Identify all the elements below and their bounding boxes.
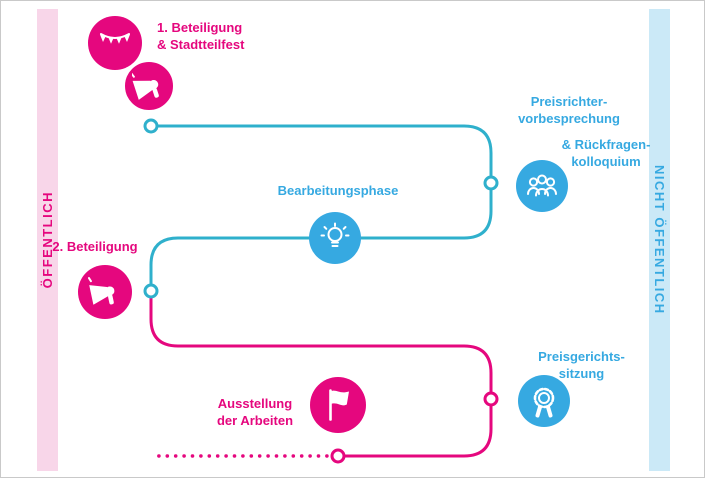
connector-dot — [143, 118, 159, 134]
label-line: Ausstellung — [217, 396, 293, 411]
flag-icon — [329, 389, 349, 421]
label-line: der Arbeiten — [216, 413, 294, 428]
node-preisrichter — [516, 160, 568, 212]
megaphone-icon — [88, 277, 115, 305]
band-not-public: NICHT ÖFFENTLICH — [649, 9, 670, 471]
label-ausstellung: Ausstellung der Arbeiten — [203, 395, 307, 429]
label-line: & Stadtteilfest — [157, 37, 245, 52]
band-public: ÖFFENTLICH — [37, 9, 58, 471]
label-line: 2. Beteiligung — [52, 239, 138, 254]
label-beteiligung-1: 1. Beteiligung & Stadtteilfest — [157, 19, 277, 53]
label-line: & Rückfragen- — [561, 137, 651, 152]
label-beteiligung-2: 2. Beteiligung — [41, 238, 149, 255]
label-line: sitzung — [558, 366, 605, 381]
band-not-public-label: NICHT ÖFFENTLICH — [652, 165, 667, 315]
label-line: Preisgerichts- — [538, 349, 625, 364]
label-bearbeitungsphase: Bearbeitungsphase — [258, 182, 418, 199]
flow-line-bottom — [149, 291, 493, 458]
label-line: vorbesprechung — [518, 111, 620, 126]
jury-icon — [527, 174, 557, 197]
label-line: 1. Beteiligung — [157, 20, 243, 35]
connector-dot — [483, 175, 499, 191]
award-rosette-icon — [533, 387, 555, 418]
lightbulb-icon — [320, 222, 350, 247]
node-ausstellung — [310, 377, 366, 433]
megaphone-icon — [132, 72, 159, 100]
label-line: Bearbeitungsphase — [277, 183, 399, 198]
label-line: kolloquium — [571, 154, 641, 169]
node-beteiligung-1 — [123, 60, 175, 112]
node-stadtteilfest — [88, 16, 142, 70]
label-preisrichter-1: Preisrichter- vorbesprechung — [499, 93, 639, 127]
node-preisgericht — [518, 375, 570, 427]
bunting-icon — [100, 33, 130, 44]
flow-line-top — [149, 124, 493, 291]
node-bearbeitungsphase — [309, 212, 361, 264]
connector-dot — [143, 283, 159, 299]
connector-dot — [483, 391, 499, 407]
node-beteiligung-2 — [78, 265, 132, 319]
label-line: Preisrichter- — [530, 94, 608, 109]
label-preisgericht: Preisgerichts- sitzung — [519, 348, 644, 382]
connector-dot — [330, 448, 346, 464]
label-preisrichter-2: & Rückfragen- kolloquium — [541, 136, 671, 170]
